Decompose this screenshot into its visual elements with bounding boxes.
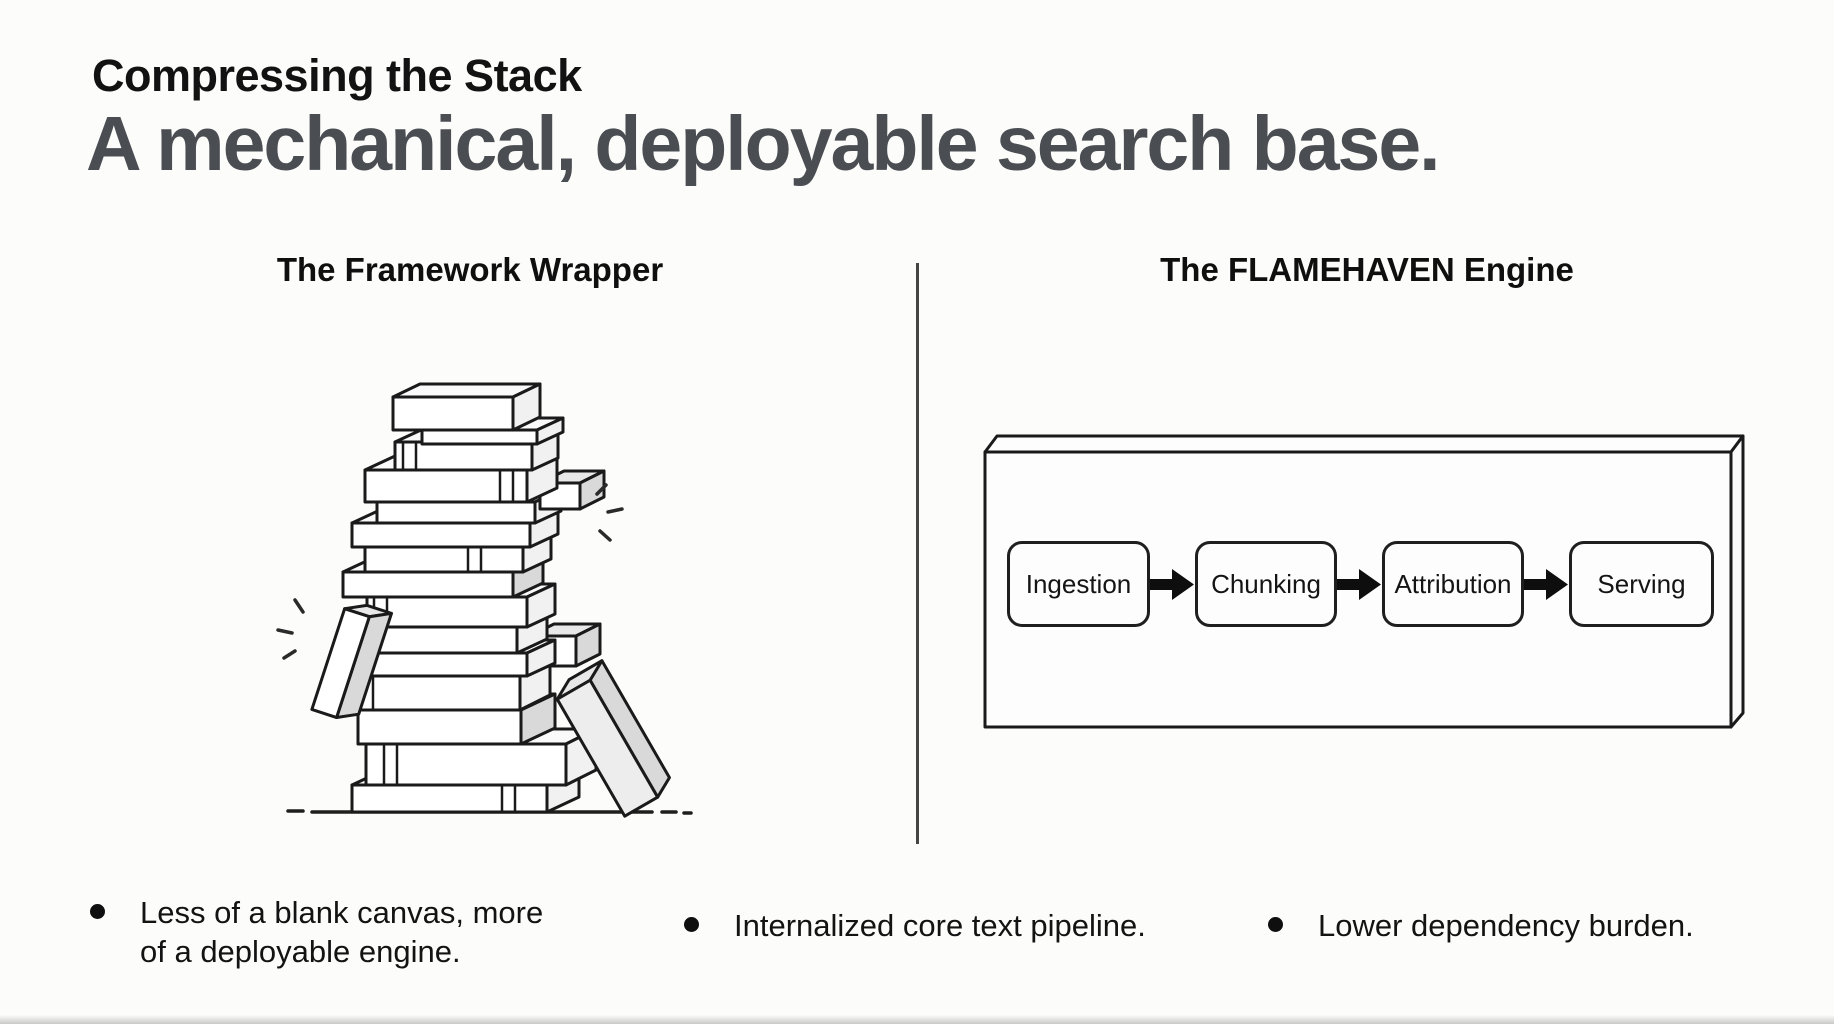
- pipeline-row: Ingestion Chunking Attribution Serving: [1007, 541, 1714, 627]
- pipeline-stage-serving: Serving: [1569, 541, 1714, 627]
- slide-kicker: Compressing the Stack: [92, 50, 582, 101]
- wobbly-stack-illustration: [276, 382, 693, 818]
- impact-sparks-left: [276, 598, 305, 660]
- block-stack: [338, 382, 606, 814]
- bullet-dot-icon: [684, 917, 699, 932]
- bullet-item: Internalized core text pipeline.: [684, 906, 1146, 945]
- leaning-block: [555, 659, 671, 818]
- bullet-text: Lower dependency burden.: [1318, 908, 1694, 943]
- bullet-item: Lower dependency burden.: [1268, 906, 1694, 945]
- impact-sparks-right: [595, 483, 624, 542]
- arrow-right-icon: [1337, 569, 1381, 600]
- falling-block: [310, 603, 393, 720]
- arrow-right-icon: [1150, 569, 1194, 600]
- bullet-item: Less of a blank canvas, more of a deploy…: [90, 893, 543, 971]
- slide-title: A mechanical, deployable search base.: [86, 101, 1441, 187]
- pipeline-stage-attribution: Attribution: [1382, 541, 1524, 627]
- right-panel-heading: The FLAMEHAVEN Engine: [1160, 251, 1574, 288]
- bullet-text: Internalized core text pipeline.: [734, 908, 1146, 943]
- bullet-dot-icon: [90, 904, 105, 919]
- bullet-dot-icon: [1268, 917, 1283, 932]
- pipeline-stage-chunking: Chunking: [1195, 541, 1337, 627]
- left-panel-heading: The Framework Wrapper: [276, 251, 664, 288]
- arrow-right-icon: [1524, 569, 1568, 600]
- bottom-edge-shadow: [0, 1015, 1834, 1024]
- pipeline-stage-ingestion: Ingestion: [1007, 541, 1150, 627]
- panel-divider: [916, 263, 919, 844]
- bullet-text: Less of a blank canvas, more of a deploy…: [140, 895, 544, 969]
